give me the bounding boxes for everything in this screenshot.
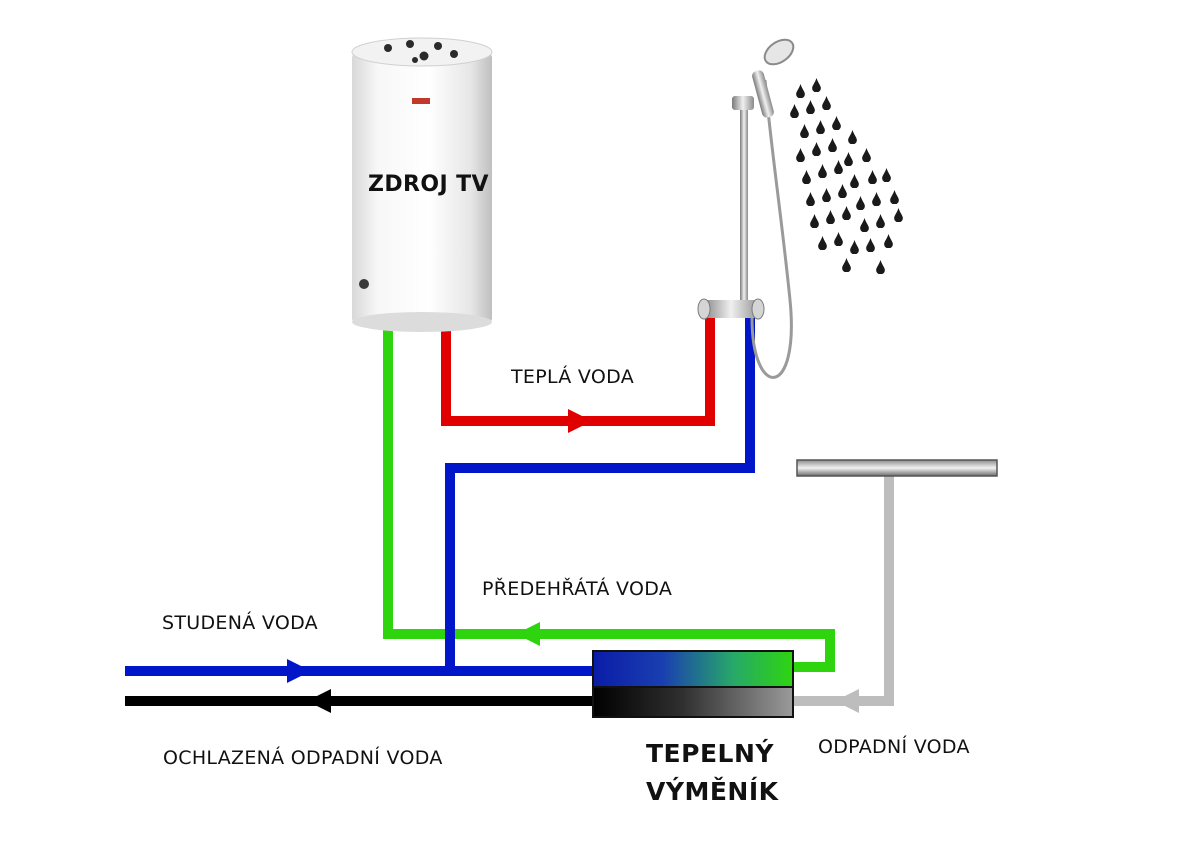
shower-head-icon <box>697 38 795 379</box>
waste-water-pipe <box>792 476 894 706</box>
preheated-water-pipe <box>383 322 835 672</box>
heat-exchanger-label-line1: TEPELNÝ <box>646 739 774 768</box>
water-drops-icon <box>790 78 903 274</box>
cold-water-arrow-icon <box>287 659 311 683</box>
cooled-waste-water-arrow-icon <box>307 689 331 713</box>
cooled-waste-water-label: OCHLAZENÁ ODPADNÍ VODA <box>163 747 443 769</box>
cold-water-branch-pipe <box>445 318 755 671</box>
cold-water-label: STUDENÁ VODA <box>162 612 318 634</box>
shower-drain-tray-icon <box>796 459 998 477</box>
preheated-water-label: PŘEDEHŘÁTÁ VODA <box>482 578 673 600</box>
heat-exchanger-icon <box>592 650 794 718</box>
waste-water-arrow-icon <box>835 689 859 713</box>
heat-exchanger-label-line2: VÝMĚNÍK <box>646 777 779 806</box>
preheated-water-arrow-icon <box>516 622 540 646</box>
hot-water-arrow-icon <box>568 409 592 433</box>
water-heater-tank-icon <box>351 37 493 332</box>
waste-water-label: ODPADNÍ VODA <box>818 736 970 758</box>
water-heater-label: ZDROJ TV <box>368 172 489 197</box>
hot-water-label: TEPLÁ VODA <box>511 366 635 388</box>
